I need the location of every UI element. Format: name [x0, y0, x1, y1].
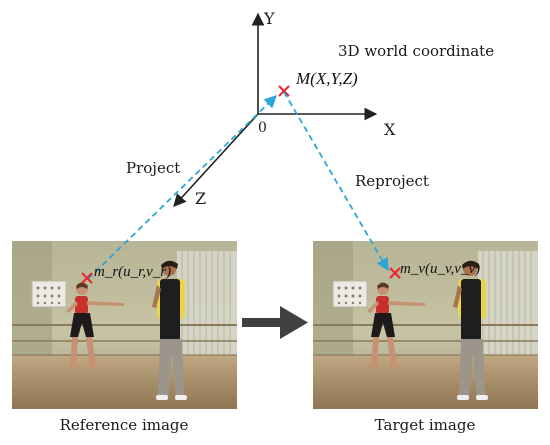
reference-point-label: m_r(u_r,v_r) [94, 264, 171, 280]
x-axis-label: X [384, 120, 396, 139]
projection-ray [87, 95, 277, 280]
reference-point-marker [81, 272, 93, 284]
target-point-marker [389, 267, 401, 279]
y-axis-label: Y [263, 9, 275, 28]
world-coordinate-title: 3D world coordinate [338, 42, 494, 60]
project-label: Project [126, 159, 180, 177]
z-axis-label: Z [195, 189, 206, 208]
z-axis [173, 113, 259, 207]
target-point-label: m_v(u_v,v_v) [400, 261, 480, 277]
reproject-label: Reproject [355, 172, 429, 190]
world-point-label: M(X,Y,Z) [295, 69, 358, 88]
world-point-marker [278, 85, 290, 97]
reference-image-caption: Reference image [60, 416, 189, 434]
reprojection-ray [283, 91, 389, 272]
origin-label: 0 [258, 120, 267, 136]
target-image-caption: Target image [375, 416, 476, 434]
flow-arrow [242, 306, 308, 339]
